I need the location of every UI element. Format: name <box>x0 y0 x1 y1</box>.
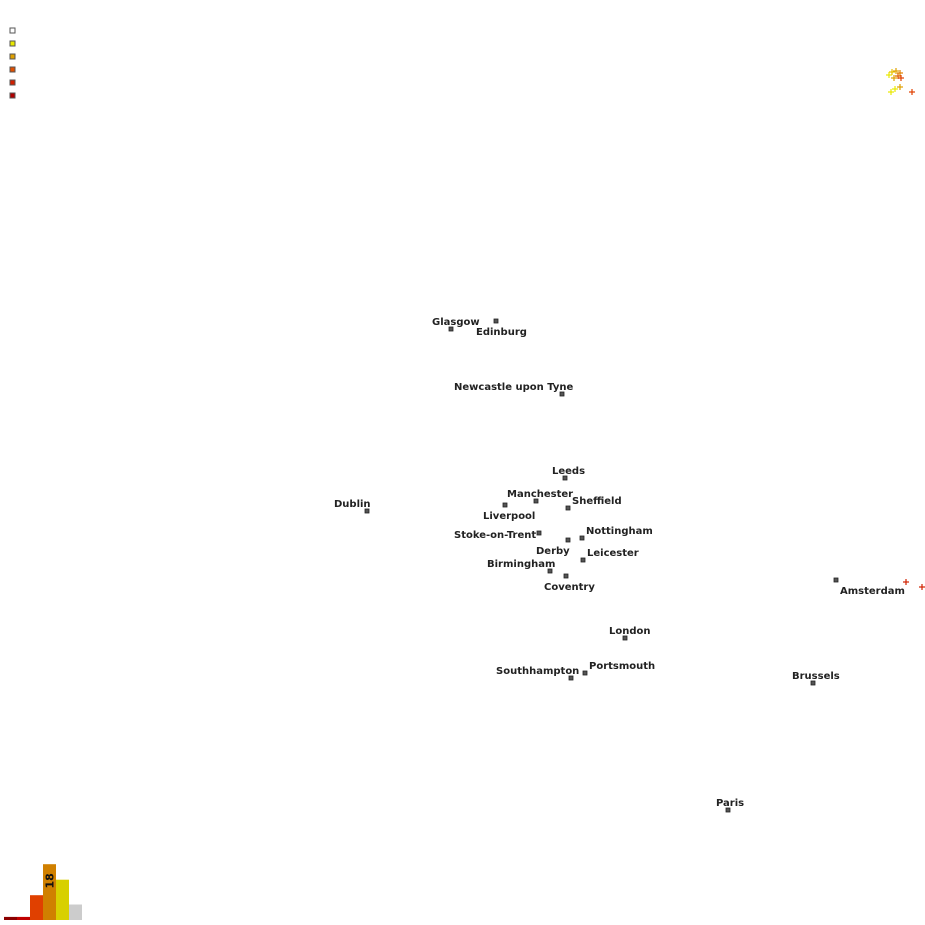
magnitude-histogram: 18 <box>4 864 82 920</box>
city-paris[interactable]: Paris <box>716 798 744 813</box>
city-marker-icon <box>563 573 569 579</box>
legend-swatch-3 <box>9 66 16 73</box>
city-liverpool[interactable]: Liverpool <box>483 502 535 522</box>
city-label: Stoke-on-Trent <box>454 530 536 541</box>
city-london[interactable]: London <box>609 626 651 641</box>
city-marker-icon <box>565 505 571 511</box>
histogram-bar <box>17 916 30 920</box>
city-label: Portsmouth <box>589 661 655 672</box>
city-marker-icon <box>562 475 568 481</box>
histogram-bar <box>30 895 43 920</box>
histogram-bar <box>4 916 17 920</box>
city-birmingham[interactable]: Birmingham <box>487 559 555 574</box>
city-marker-icon <box>579 535 585 541</box>
event-marker <box>897 70 903 76</box>
city-label: Glasgow <box>432 317 480 328</box>
city-derby[interactable]: Derby <box>536 537 571 557</box>
city-marker-icon <box>582 670 588 676</box>
city-glasgow[interactable]: Glasgow <box>432 317 480 332</box>
city-sheffield[interactable]: Sheffield <box>565 496 622 511</box>
event-marker <box>893 68 899 74</box>
histogram-bar <box>56 879 69 920</box>
city-label: Southhampton <box>496 666 579 677</box>
city-label: Nottingham <box>586 526 653 537</box>
event-marker <box>889 69 895 75</box>
city-nottingham[interactable]: Nottingham <box>579 526 653 541</box>
city-stoke[interactable]: Stoke-on-Trent <box>454 530 542 541</box>
city-marker-icon <box>502 502 508 508</box>
city-marker-icon <box>536 530 542 536</box>
histogram-bar <box>69 904 82 920</box>
histogram-bar-label: 18 <box>44 873 57 888</box>
city-label: Brussels <box>792 671 840 682</box>
city-label: Paris <box>716 798 744 809</box>
legend-swatch-2 <box>9 53 16 60</box>
city-marker-icon <box>568 675 574 681</box>
city-marker-icon <box>533 498 539 504</box>
event-marker <box>886 72 892 78</box>
event-marker <box>892 86 898 92</box>
legend-swatch-1 <box>9 40 16 47</box>
city-label: Liverpool <box>483 511 535 522</box>
city-marker-icon <box>580 557 586 563</box>
histogram-bar <box>43 864 56 920</box>
city-newcastle[interactable]: Newcastle upon Tyne <box>454 382 574 397</box>
city-leeds[interactable]: Leeds <box>552 466 585 481</box>
city-marker-icon <box>565 537 571 543</box>
city-marker-icon <box>559 391 565 397</box>
city-label: Manchester <box>507 489 573 500</box>
city-label: Birmingham <box>487 559 555 570</box>
city-label: Leicester <box>587 548 639 559</box>
event-markers <box>886 68 925 590</box>
city-marker-icon <box>547 568 553 574</box>
city-dublin[interactable]: Dublin <box>334 499 371 514</box>
city-label: Amsterdam <box>840 586 905 597</box>
event-marker <box>897 84 903 90</box>
city-portsmouth[interactable]: Portsmouth <box>582 661 655 676</box>
color-legend <box>9 27 16 99</box>
city-brussels[interactable]: Brussels <box>792 671 840 686</box>
city-marker-icon <box>833 577 839 583</box>
city-label: Dublin <box>334 499 371 510</box>
city-label: Sheffield <box>572 496 622 507</box>
event-marker <box>903 579 909 585</box>
city-southhampton[interactable]: Southhampton <box>496 666 579 681</box>
city-label: Leeds <box>552 466 585 477</box>
event-marker <box>891 75 897 81</box>
city-marker-icon <box>448 326 454 332</box>
city-label: Coventry <box>544 582 595 593</box>
event-marker <box>898 75 904 81</box>
city-marker-icon <box>810 680 816 686</box>
event-marker <box>909 89 915 95</box>
legend-swatch-0 <box>9 27 16 34</box>
city-label: Derby <box>536 546 570 557</box>
city-marker-icon <box>493 318 499 324</box>
city-edinburg[interactable]: Edinburg <box>476 318 527 338</box>
city-manchester[interactable]: Manchester <box>507 489 573 504</box>
city-leicester[interactable]: Leicester <box>580 548 639 563</box>
city-label: Newcastle upon Tyne <box>454 382 574 393</box>
event-marker <box>888 89 894 95</box>
city-marker-icon <box>725 807 731 813</box>
legend-swatch-5 <box>9 92 16 99</box>
city-label: London <box>609 626 651 637</box>
legend-swatch-4 <box>9 79 16 86</box>
city-marker-icon <box>364 508 370 514</box>
event-marker <box>919 584 925 590</box>
city-coventry[interactable]: Coventry <box>544 573 595 593</box>
city-label: Edinburg <box>476 327 527 338</box>
city-amsterdam[interactable]: Amsterdam <box>833 577 905 597</box>
city-marker-icon <box>622 635 628 641</box>
